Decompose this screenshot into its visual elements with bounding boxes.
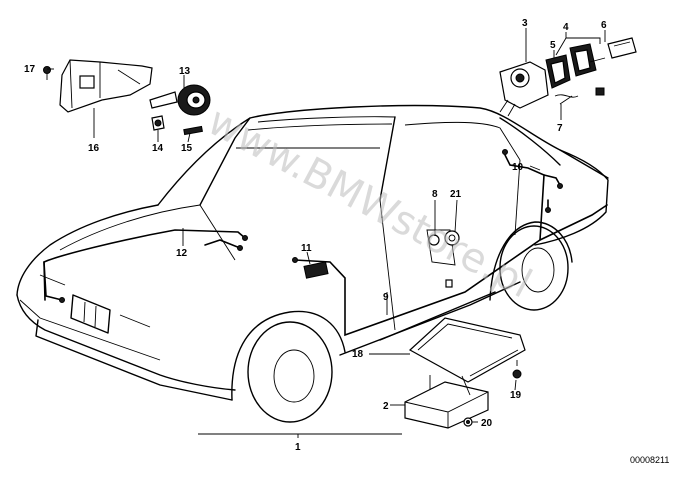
callout-labels: 1 2 3 4 5 6 7 8 9 10 11 12 13 14 15 16 1… <box>24 18 607 453</box>
callout-3: 3 <box>522 18 528 29</box>
callout-7: 7 <box>557 123 563 134</box>
callout-6: 6 <box>601 20 607 31</box>
callout-12: 12 <box>176 248 188 259</box>
callout-13: 13 <box>179 66 191 77</box>
watermark-text: www.BMWstore.pl <box>200 98 539 307</box>
callout-14: 14 <box>152 143 164 154</box>
leader-lines <box>47 28 606 438</box>
connector-part-6 <box>589 37 637 96</box>
actuator-part-3 <box>499 61 549 117</box>
callout-18: 18 <box>352 349 364 360</box>
control-unit-part-2 <box>404 375 489 429</box>
screw-part-19 <box>512 360 522 379</box>
wire-tie-part-7 <box>554 94 579 105</box>
holder-part-4 <box>569 43 597 77</box>
callout-19: 19 <box>510 390 522 401</box>
bolt-part-15 <box>183 125 203 136</box>
callout-1: 1 <box>295 442 301 453</box>
callout-4: 4 <box>563 22 569 33</box>
callout-20: 20 <box>481 418 493 429</box>
car-body-outline <box>16 104 609 423</box>
mounting-plate-part-18 <box>408 317 526 383</box>
callout-9: 9 <box>383 292 389 303</box>
nut-part-20 <box>463 417 473 427</box>
nut-part-14 <box>151 115 165 131</box>
callout-11: 11 <box>301 243 312 254</box>
callout-15: 15 <box>181 143 193 154</box>
callout-5: 5 <box>550 40 556 51</box>
callout-10: 10 <box>512 162 524 173</box>
callout-16: 16 <box>88 143 100 154</box>
diagram-reference-number: 00008211 <box>630 455 669 465</box>
screw-part-17 <box>43 66 51 80</box>
bracket-part-16 <box>59 59 153 113</box>
callout-17: 17 <box>24 64 36 75</box>
seal-part-5 <box>545 54 571 89</box>
callout-2: 2 <box>383 401 389 412</box>
horn-part-13 <box>149 84 211 116</box>
wiring-harness <box>43 149 608 337</box>
callout-21: 21 <box>450 189 462 200</box>
callout-8: 8 <box>432 189 438 200</box>
